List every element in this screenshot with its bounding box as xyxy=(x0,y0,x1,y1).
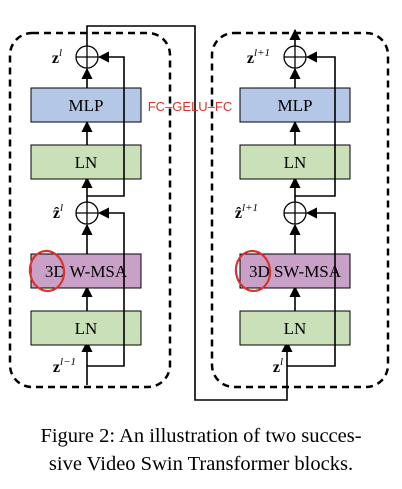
left-transformer-block: LN 3D W-MSA ẑl LN MLP zl xyxy=(8,31,172,389)
right-ln-top-box xyxy=(239,144,351,180)
right-msa-box xyxy=(239,253,351,289)
left-residual-path-1 xyxy=(87,207,125,367)
inter-block-connector xyxy=(86,25,293,401)
left-add-node-top xyxy=(75,45,99,69)
right-var-out: zl+1 xyxy=(247,47,270,67)
left-var-out: zl xyxy=(52,47,62,67)
swin-transformer-diagram: LN 3D W-MSA ẑl LN MLP zl xyxy=(8,25,390,401)
left-ln-bottom-label: LN xyxy=(75,319,98,338)
right-transformer-block: LN 3D SW-MSA ẑl+1 LN MLP zl+1 xyxy=(210,28,390,389)
left-ln-top-box xyxy=(30,144,142,180)
figure-caption: Figure 2: An illustration of two succes-… xyxy=(0,422,402,478)
right-mlp-label: MLP xyxy=(278,96,313,115)
right-var-mid: ẑl+1 xyxy=(235,202,258,222)
right-residual-path-1 xyxy=(287,207,336,367)
right-add-node-mid xyxy=(283,201,307,225)
left-block-dashed-border xyxy=(8,31,172,389)
left-var-in: zl−1 xyxy=(53,356,76,376)
left-ln-top-label: LN xyxy=(75,153,98,172)
mlp-annotation: FC–GELU–FC xyxy=(148,99,233,114)
left-residual-path-2 xyxy=(87,51,125,197)
left-ln-bottom-box xyxy=(30,310,142,346)
right-add-node-top xyxy=(283,45,307,69)
right-residual-path-2 xyxy=(295,51,336,197)
left-msa-label: 3D W-MSA xyxy=(45,262,128,281)
right-msa-label: 3D SW-MSA xyxy=(249,262,342,281)
left-add-node-mid xyxy=(75,201,99,225)
right-ln-top-label: LN xyxy=(284,153,307,172)
left-mlp-label: MLP xyxy=(69,96,104,115)
right-ln-bottom-box xyxy=(239,310,351,346)
right-3d-handdrawn-circle xyxy=(234,249,272,293)
caption-line-1: Figure 2: An illustration of two succes- xyxy=(40,425,362,447)
left-var-mid: ẑl xyxy=(53,202,63,222)
right-var-in: zl xyxy=(273,356,283,376)
right-mlp-box xyxy=(239,87,351,123)
left-3d-handdrawn-circle xyxy=(28,249,66,293)
left-mlp-box xyxy=(30,87,142,123)
right-ln-bottom-label: LN xyxy=(284,319,307,338)
caption-line-2: sive Video Swin Transformer blocks. xyxy=(48,453,354,475)
